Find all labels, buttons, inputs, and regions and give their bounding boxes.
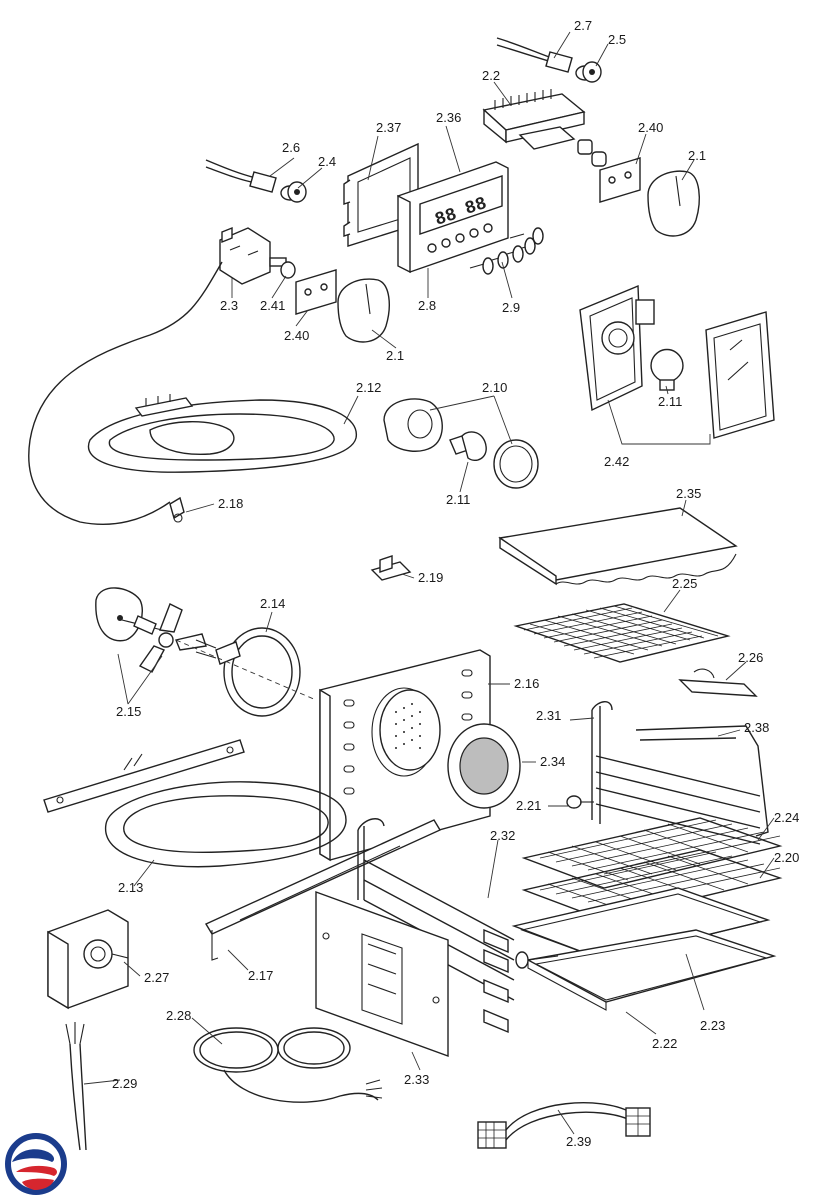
selector-switch-2-2 xyxy=(482,89,607,167)
label-2-19: 2.19 xyxy=(418,570,443,585)
cable-connector-2-6 xyxy=(205,159,277,193)
wiring-loom-2-28 xyxy=(193,1027,383,1103)
label-2-13: 2.13 xyxy=(118,880,143,895)
lower-element-2-13 xyxy=(43,739,347,868)
push-buttons-2-9 xyxy=(469,227,544,275)
label-2-10: 2.10 xyxy=(482,380,507,395)
control-knob-2-1-left xyxy=(337,278,390,343)
tray-2-23 xyxy=(511,887,771,961)
label-2-36: 2.36 xyxy=(436,110,461,125)
label-2-12: 2.12 xyxy=(356,380,381,395)
circular-element-2-14 xyxy=(175,627,317,717)
label-2-5: 2.5 xyxy=(608,32,626,47)
lamp-bulb-2-11-left xyxy=(449,431,487,462)
label-2-29: 2.29 xyxy=(112,1076,137,1091)
label-2-20: 2.20 xyxy=(774,850,799,865)
label-2-1-top: 2.1 xyxy=(688,148,706,163)
label-2-23: 2.23 xyxy=(700,1018,725,1033)
wire-shelf-2-24 xyxy=(521,817,783,889)
side-runner-2-38 xyxy=(635,725,769,837)
label-2-3: 2.3 xyxy=(220,298,238,313)
label-2-41: 2.41 xyxy=(260,298,285,313)
label-2-11-left: 2.11 xyxy=(446,492,470,507)
label-2-2: 2.2 xyxy=(482,68,500,83)
label-2-32: 2.32 xyxy=(490,828,515,843)
label-2-27: 2.27 xyxy=(144,970,169,985)
label-2-7: 2.7 xyxy=(574,18,592,33)
label-2-18: 2.18 xyxy=(218,496,243,511)
label-2-15: 2.15 xyxy=(116,704,141,719)
label-2-39: 2.39 xyxy=(566,1134,591,1149)
label-2-22: 2.22 xyxy=(652,1036,677,1051)
fan-cover-2-34 xyxy=(447,723,521,809)
electronic-timer-2-36: 88 88 xyxy=(397,161,509,274)
clip-2-18 xyxy=(169,496,185,523)
label-2-1-left: 2.1 xyxy=(386,348,404,363)
label-2-28: 2.28 xyxy=(166,1008,191,1023)
label-2-33: 2.33 xyxy=(404,1072,429,1087)
side-panel-2-33 xyxy=(315,891,449,1057)
label-2-14: 2.14 xyxy=(260,596,285,611)
lamp-socket-2-4 xyxy=(280,181,307,203)
label-2-6: 2.6 xyxy=(282,140,300,155)
side-runner-2-31 xyxy=(591,701,761,845)
thermostat-2-3 xyxy=(219,226,287,285)
label-2-34: 2.34 xyxy=(540,754,565,769)
label-2-21: 2.21 xyxy=(516,798,541,813)
label-2-38: 2.38 xyxy=(744,720,769,735)
knob-spindle xyxy=(515,951,559,969)
cable-connector-2-7 xyxy=(496,37,573,73)
label-2-26: 2.26 xyxy=(738,650,763,665)
fan-motor-2-15 xyxy=(95,587,163,642)
lamp-housing-2-42 xyxy=(579,284,655,412)
fan-blade-2-15 xyxy=(133,603,207,673)
label-2-40-left: 2.40 xyxy=(284,328,309,343)
side-clip-2-26 xyxy=(678,668,758,697)
back-panel-2-16 xyxy=(319,649,491,862)
leader-lines xyxy=(83,31,775,1135)
spacer-2-41 xyxy=(280,261,296,279)
label-2-17: 2.17 xyxy=(248,968,273,983)
bracket-2-40-top xyxy=(599,157,641,203)
grill-element-2-12 xyxy=(87,394,357,473)
bracket-2-19 xyxy=(370,555,412,581)
thermostat-capillary xyxy=(28,261,223,526)
wire-shelf-2-20 xyxy=(521,849,783,921)
label-2-4: 2.4 xyxy=(318,154,336,169)
lamp-glass-2-42 xyxy=(705,311,775,439)
side-runner-2-32 xyxy=(357,818,515,1034)
label-2-25: 2.25 xyxy=(672,576,697,591)
control-knob-2-1-top xyxy=(647,170,700,237)
label-2-24: 2.24 xyxy=(774,810,799,825)
door-switch-2-27 xyxy=(47,909,129,1010)
grid-shelf-2-25 xyxy=(513,603,731,663)
label-2-40-top: 2.40 xyxy=(638,120,663,135)
bracket-2-40-left xyxy=(295,269,337,315)
lamp-cover-2-10 xyxy=(493,439,539,489)
label-2-37: 2.37 xyxy=(376,120,401,135)
lamp-socket-2-5 xyxy=(575,61,602,83)
lamp-bulb-2-11-right xyxy=(650,348,684,391)
label-2-11-right: 2.11 xyxy=(658,394,682,409)
label-2-9: 2.9 xyxy=(502,300,520,315)
shelf-2-35 xyxy=(498,507,738,586)
label-2-31: 2.31 xyxy=(536,708,561,723)
rail-2-17 xyxy=(204,819,442,961)
label-2-35: 2.35 xyxy=(676,486,701,501)
label-2-42: 2.42 xyxy=(604,454,629,469)
cable-harness-2-39 xyxy=(477,1102,651,1149)
label-2-8: 2.8 xyxy=(418,298,436,313)
brand-logo-icon xyxy=(5,1133,67,1195)
screw-2-21 xyxy=(566,795,594,809)
lamp-holder-2-10 xyxy=(383,398,443,452)
label-2-16: 2.16 xyxy=(514,676,539,691)
mains-cable-2-29 xyxy=(65,1022,87,1151)
callout-labels: 2.7 2.5 2.2 2.37 2.36 2.40 2.1 2.6 2.4 2… xyxy=(112,18,799,1149)
tray-2-22 xyxy=(525,929,777,1011)
